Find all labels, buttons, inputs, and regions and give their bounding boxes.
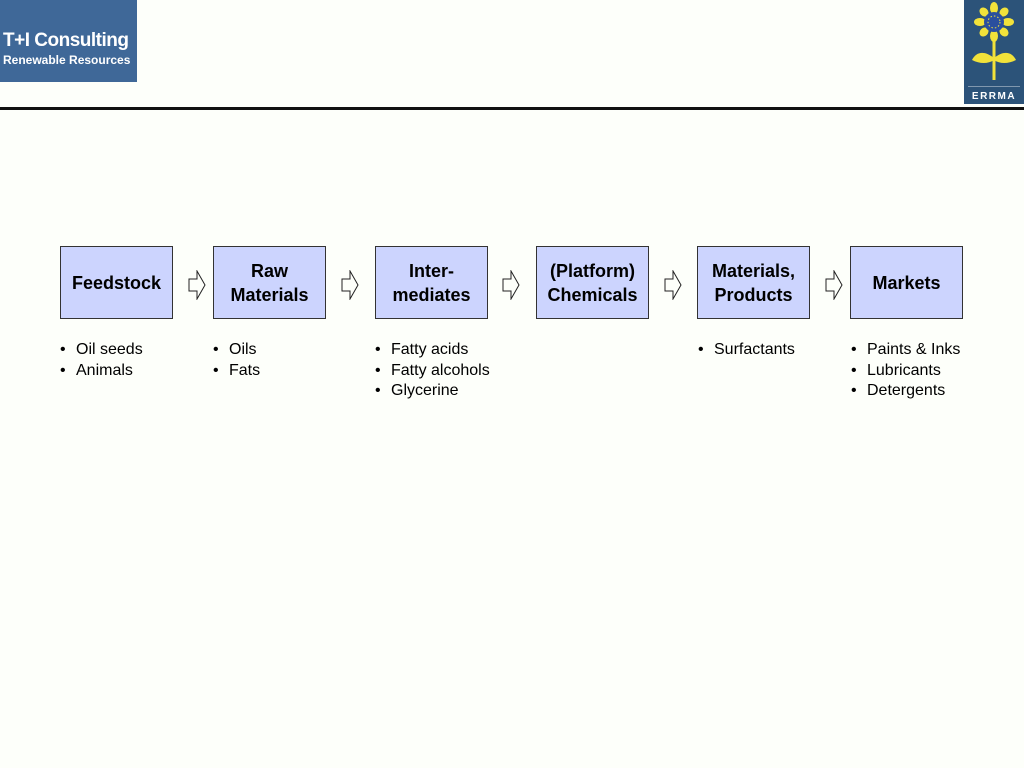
list-item: Paints & Inks	[845, 340, 960, 361]
stage-box-feedstock: Feedstock	[60, 246, 173, 319]
stage-box-raw-materials: Raw Materials	[213, 246, 326, 319]
stage-list-feedstock: Oil seedsAnimals	[54, 340, 143, 381]
list-item: Animals	[54, 361, 143, 382]
stage-box-platform-chemicals: (Platform) Chemicals	[536, 246, 649, 319]
list-item: Fats	[207, 361, 260, 382]
list-item: Oils	[207, 340, 260, 361]
list-item: Oil seeds	[54, 340, 143, 361]
flow-arrow-icon	[341, 270, 359, 300]
logo-title: T+I Consulting	[3, 30, 129, 51]
list-item: Fatty alcohols	[369, 361, 490, 382]
header-divider	[0, 107, 1024, 110]
list-item: Detergents	[845, 381, 960, 402]
flow-arrow-icon	[502, 270, 520, 300]
flow-arrow-icon	[188, 270, 206, 300]
stage-list-raw-materials: OilsFats	[207, 340, 260, 381]
sunflower-icon	[968, 2, 1020, 87]
logo-subtitle: Renewable Resources	[3, 53, 131, 67]
stage-list-intermediates: Fatty acidsFatty alcoholsGlycerine	[369, 340, 490, 402]
flow-arrow-icon	[664, 270, 682, 300]
stage-box-markets: Markets	[850, 246, 963, 319]
errma-text: ERRMA	[971, 91, 1017, 102]
stage-list-markets: Paints & InksLubricantsDetergents	[845, 340, 960, 402]
flow-arrow-icon	[825, 270, 843, 300]
list-item: Surfactants	[692, 340, 795, 361]
list-item: Fatty acids	[369, 340, 490, 361]
errma-logo: ERRMA	[964, 0, 1024, 104]
t-i-consulting-logo: T+I Consulting Renewable Resources	[0, 0, 137, 82]
list-item: Lubricants	[845, 361, 960, 382]
stage-box-materials-products: Materials, Products	[697, 246, 810, 319]
stage-list-materials-products: Surfactants	[692, 340, 795, 361]
stage-box-intermediates: Inter- mediates	[375, 246, 488, 319]
list-item: Glycerine	[369, 381, 490, 402]
